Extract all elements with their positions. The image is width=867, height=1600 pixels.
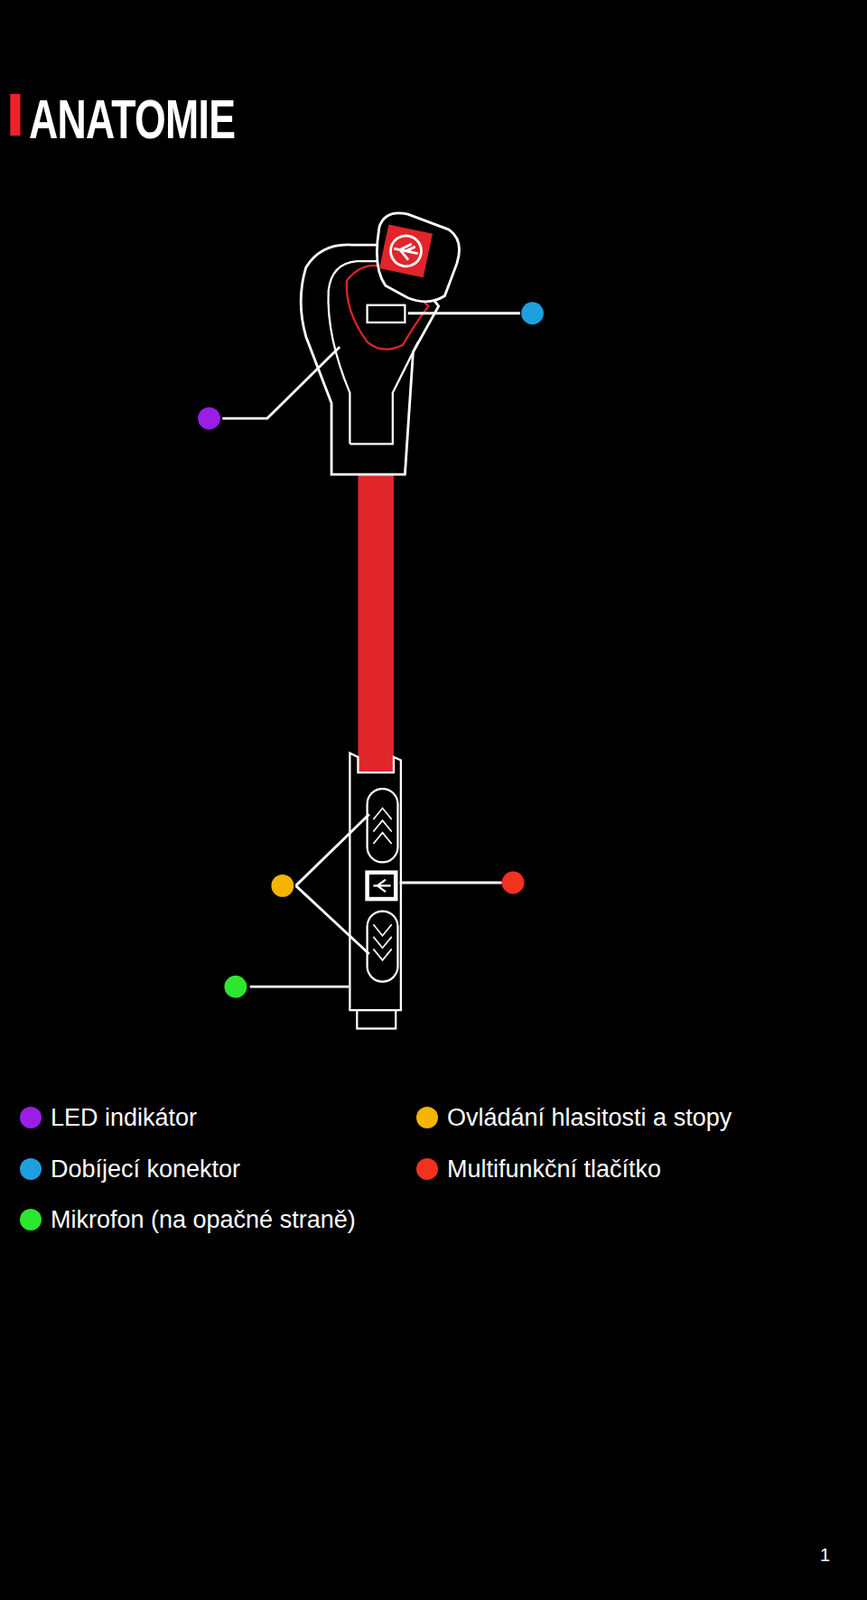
legend-swatch: [19, 1208, 42, 1231]
remote-plug: [356, 1009, 396, 1028]
down-chevrons: [372, 923, 392, 961]
legend-swatch: [416, 1157, 439, 1180]
legend-text: LED indikátor: [50, 1102, 197, 1132]
legend-text: Mikrofon (na opačné straně): [50, 1204, 356, 1234]
page-title: ANATOMIE: [28, 86, 235, 151]
logo-badge: [379, 223, 433, 278]
title-bar: [9, 93, 20, 136]
leader-lines: [222, 313, 521, 987]
cable: [357, 471, 394, 774]
legend-text: Dobíjecí konektor: [50, 1154, 241, 1184]
volume-down-button: [367, 911, 399, 982]
callout-dot: [521, 301, 544, 325]
earpiece-inner-2: [349, 341, 419, 444]
legend-swatch: [19, 1157, 42, 1180]
mfb-logo: [372, 879, 391, 893]
legend-swatch: [19, 1106, 42, 1129]
mfb-inner: [369, 874, 394, 897]
legend-text: Ovládání hlasitosti a stopy: [447, 1102, 732, 1132]
up-chevrons: [372, 808, 392, 845]
volume-up-button: [367, 788, 399, 862]
callout-dot: [502, 871, 525, 895]
multifunction-button: [364, 869, 398, 901]
callout-dot: [197, 407, 221, 430]
callout-dot: [223, 975, 247, 998]
remote-housing: [349, 753, 401, 1011]
page-number: 1: [820, 1544, 830, 1566]
callout-dot: [270, 874, 294, 897]
legend-swatch: [416, 1106, 439, 1129]
charging-port: [367, 305, 406, 323]
legend-text: Multifunkční tlačítko: [447, 1154, 662, 1184]
ear-gel: [376, 213, 459, 302]
